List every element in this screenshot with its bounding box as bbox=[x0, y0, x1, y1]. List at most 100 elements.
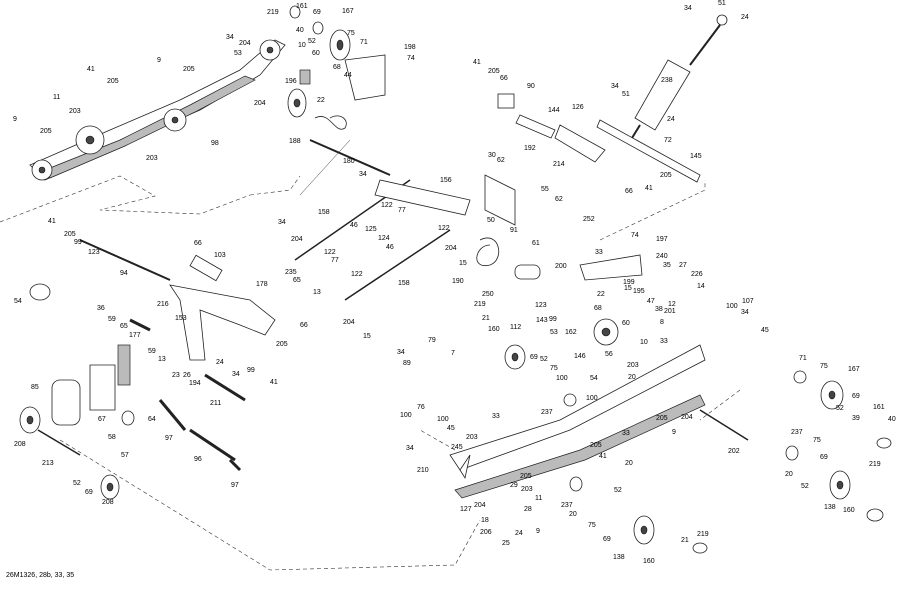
part-callout-20: 20 bbox=[569, 511, 577, 518]
part-callout-205: 205 bbox=[276, 341, 288, 348]
part-callout-66: 66 bbox=[194, 240, 202, 247]
part-callout-219: 219 bbox=[267, 9, 279, 16]
part-callout-34: 34 bbox=[611, 83, 619, 90]
part-callout-76: 76 bbox=[417, 404, 425, 411]
part-callout-158: 158 bbox=[318, 209, 330, 216]
part-callout-206: 206 bbox=[480, 529, 492, 536]
part-callout-205: 205 bbox=[64, 231, 76, 238]
upper-center-parts bbox=[287, 5, 391, 196]
part-callout-24: 24 bbox=[515, 530, 523, 537]
part-callout-238: 238 bbox=[661, 77, 673, 84]
part-callout-7: 7 bbox=[451, 350, 455, 357]
part-callout-64: 64 bbox=[148, 416, 156, 423]
part-callout-9: 9 bbox=[13, 116, 17, 123]
part-callout-11: 11 bbox=[53, 94, 60, 101]
part-callout-77: 77 bbox=[331, 257, 339, 264]
part-callout-41: 41 bbox=[645, 185, 653, 192]
part-callout-100: 100 bbox=[726, 303, 738, 310]
part-callout-205: 205 bbox=[590, 442, 602, 449]
part-callout-99: 99 bbox=[549, 316, 557, 323]
part-callout-100: 100 bbox=[586, 395, 598, 402]
part-callout-162: 162 bbox=[565, 329, 577, 336]
part-callout-145: 145 bbox=[690, 153, 702, 160]
part-callout-190: 190 bbox=[452, 278, 464, 285]
part-callout-197: 197 bbox=[656, 236, 668, 243]
part-callout-44: 44 bbox=[344, 72, 352, 79]
part-callout-210: 210 bbox=[417, 467, 429, 474]
part-callout-219: 219 bbox=[697, 531, 709, 538]
part-callout-250: 250 bbox=[482, 291, 494, 298]
part-callout-59: 59 bbox=[108, 316, 116, 323]
part-callout-138: 138 bbox=[613, 554, 625, 561]
front-rail-arm bbox=[29, 39, 286, 181]
part-callout-71: 71 bbox=[360, 39, 368, 46]
part-callout-20: 20 bbox=[625, 460, 633, 467]
part-callout-126: 126 bbox=[572, 104, 584, 111]
part-callout-97: 97 bbox=[231, 482, 239, 489]
part-callout-146: 146 bbox=[574, 353, 586, 360]
part-callout-69: 69 bbox=[85, 489, 93, 496]
part-callout-55: 55 bbox=[541, 186, 549, 193]
part-callout-226: 226 bbox=[691, 271, 703, 278]
part-callout-22: 22 bbox=[597, 291, 605, 298]
part-callout-204: 204 bbox=[254, 100, 266, 107]
part-callout-203: 203 bbox=[69, 108, 81, 115]
part-callout-127: 127 bbox=[460, 506, 472, 513]
part-callout-65: 65 bbox=[293, 277, 301, 284]
part-callout-122: 122 bbox=[351, 271, 363, 278]
part-callout-41: 41 bbox=[270, 379, 278, 386]
part-callout-52: 52 bbox=[73, 480, 81, 487]
part-callout-52: 52 bbox=[614, 487, 622, 494]
part-callout-91: 91 bbox=[510, 227, 518, 234]
part-callout-167: 167 bbox=[342, 8, 354, 15]
part-callout-20: 20 bbox=[785, 471, 793, 478]
part-callout-98: 98 bbox=[211, 140, 219, 147]
left-upper-outline bbox=[249, 175, 301, 196]
part-callout-41: 41 bbox=[599, 453, 607, 460]
part-callout-90: 90 bbox=[527, 83, 535, 90]
part-callout-160: 160 bbox=[488, 326, 500, 333]
part-callout-204: 204 bbox=[474, 502, 486, 509]
part-callout-10: 10 bbox=[640, 339, 648, 346]
part-callout-198: 198 bbox=[404, 44, 416, 51]
part-callout-75: 75 bbox=[820, 363, 828, 370]
part-callout-204: 204 bbox=[343, 319, 355, 326]
part-callout-13: 13 bbox=[313, 289, 321, 296]
part-callout-40: 40 bbox=[888, 416, 896, 423]
part-callout-160: 160 bbox=[643, 558, 655, 565]
part-callout-123: 123 bbox=[535, 302, 547, 309]
part-callout-34: 34 bbox=[741, 309, 749, 316]
part-callout-67: 67 bbox=[98, 416, 106, 423]
part-callout-167: 167 bbox=[848, 366, 860, 373]
part-callout-245: 245 bbox=[451, 444, 463, 451]
part-callout-122: 122 bbox=[438, 225, 450, 232]
part-callout-23: 23 bbox=[172, 372, 180, 379]
part-callout-15: 15 bbox=[624, 285, 632, 292]
part-callout-203: 203 bbox=[466, 434, 478, 441]
part-callout-75: 75 bbox=[550, 365, 558, 372]
part-callout-34: 34 bbox=[684, 5, 692, 12]
part-callout-52: 52 bbox=[540, 356, 548, 363]
part-callout-103: 103 bbox=[214, 252, 226, 259]
part-callout-33: 33 bbox=[622, 430, 630, 437]
part-callout-252: 252 bbox=[583, 216, 595, 223]
part-callout-201: 201 bbox=[664, 308, 676, 315]
part-callout-35: 35 bbox=[663, 262, 671, 269]
lower-rails bbox=[449, 254, 892, 554]
part-callout-213: 213 bbox=[42, 460, 54, 467]
part-callout-54: 54 bbox=[590, 375, 598, 382]
part-callout-41: 41 bbox=[473, 59, 481, 66]
part-callout-219: 219 bbox=[474, 301, 486, 308]
part-callout-25: 25 bbox=[502, 540, 510, 547]
part-callout-203: 203 bbox=[146, 155, 158, 162]
part-callout-40: 40 bbox=[296, 27, 304, 34]
upper-right-outline bbox=[599, 180, 706, 241]
part-callout-33: 33 bbox=[595, 249, 603, 256]
part-callout-205: 205 bbox=[107, 78, 119, 85]
part-callout-68: 68 bbox=[333, 64, 341, 71]
part-callout-194: 194 bbox=[189, 380, 201, 387]
part-callout-122: 122 bbox=[381, 202, 393, 209]
